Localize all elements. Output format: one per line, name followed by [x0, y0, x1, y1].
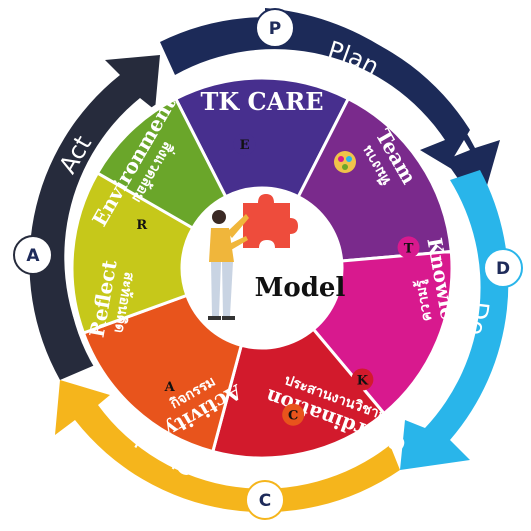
title-tk-care: TK CARE	[200, 87, 323, 116]
person-shoe-left	[208, 316, 221, 320]
puzzle-knobs: E T K C A R	[130, 133, 420, 426]
knob-t-circle	[397, 236, 420, 259]
segment-knowledge	[311, 249, 454, 416]
svg-text:A: A	[26, 246, 40, 266]
svg-text:C: C	[259, 491, 271, 511]
knob-c-circle	[282, 403, 305, 426]
svg-text:D: D	[496, 259, 510, 279]
person-with-puzzle-illustration	[208, 194, 298, 320]
check-band	[55, 380, 400, 513]
knob-k-circle	[351, 368, 374, 391]
badge-p: P	[255, 8, 295, 48]
knob-r-letter: R	[136, 218, 147, 233]
act-band	[29, 55, 161, 380]
person-shoe-right	[222, 316, 235, 320]
segment-coordination	[210, 327, 387, 460]
badge-d: D	[483, 248, 523, 288]
segment-tkcare	[173, 76, 351, 199]
segment-activity	[81, 293, 244, 454]
segment-environment	[95, 96, 228, 231]
plan-band	[160, 17, 470, 181]
person-head	[212, 210, 226, 224]
person-arm	[227, 214, 249, 238]
knob-r-circle	[130, 213, 153, 236]
segment-team	[296, 96, 453, 263]
knob-e-circle	[233, 133, 256, 156]
badge-c: C	[245, 480, 285, 520]
person-arm-lower	[229, 236, 248, 250]
knob-t-letter: T	[404, 241, 414, 256]
wheel-segments	[70, 76, 454, 460]
knowledge-th: ความรู้	[412, 278, 435, 322]
knob-k-letter: K	[357, 373, 369, 388]
knob-a-letter: A	[164, 380, 176, 395]
segment-reflect	[70, 170, 195, 335]
knob-c-letter: C	[288, 409, 298, 424]
svg-text:P: P	[269, 19, 281, 39]
person-leg-right	[222, 262, 233, 316]
puzzle-piece-icon	[243, 194, 298, 248]
do-label: Do	[461, 300, 494, 338]
person-shirt	[209, 228, 234, 262]
center-label: Model	[255, 273, 346, 303]
knob-e-letter: E	[240, 138, 250, 153]
person-leg-left	[211, 262, 221, 316]
knob-a-circle	[158, 375, 181, 398]
badge-a: A	[13, 235, 53, 275]
team-icon	[334, 151, 356, 173]
do-band	[400, 170, 509, 470]
